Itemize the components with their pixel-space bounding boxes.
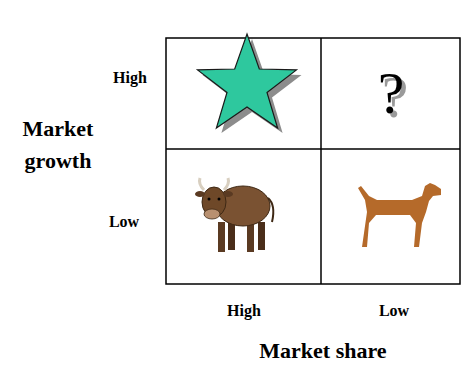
row-label: High	[113, 68, 147, 87]
row-label: Low	[109, 212, 139, 231]
column-label: High	[227, 301, 261, 320]
dog-icon	[358, 183, 441, 247]
horizontal-divider	[166, 148, 460, 150]
question-mark: ?	[378, 63, 405, 123]
column-label: Low	[379, 301, 409, 320]
star-icon	[198, 34, 297, 128]
axis-title: Market share	[259, 338, 386, 364]
vertical-divider	[320, 38, 322, 284]
cow-icon	[195, 178, 273, 252]
axis-title: Market growth	[3, 113, 113, 177]
